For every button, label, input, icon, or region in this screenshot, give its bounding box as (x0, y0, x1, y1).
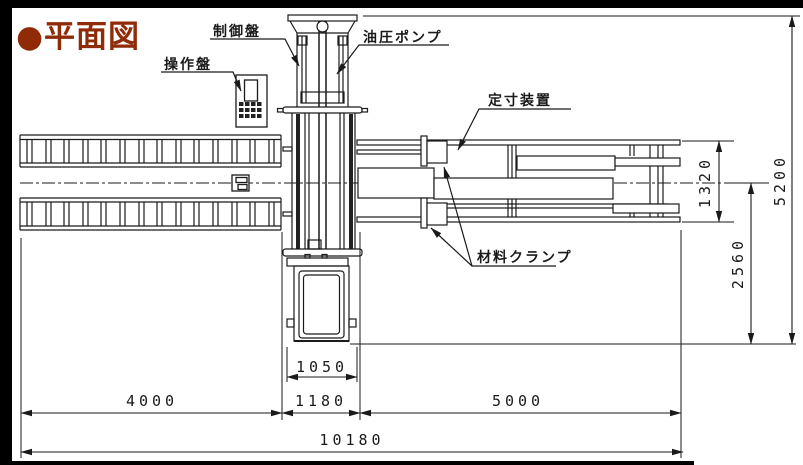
dim-total-length: 10180 (319, 431, 384, 449)
dim-outfeed-rail-width: 1320 (696, 156, 714, 208)
label-hydraulic-pump: 油圧ポンプ (363, 29, 443, 46)
frame-top-bar (0, 0, 803, 8)
operation-panel-display (243, 79, 259, 102)
dimension-extension-lines (20, 15, 800, 458)
label-operation-panel: 操作盤 (164, 56, 212, 73)
pusher-rod (614, 157, 681, 167)
frame-left-bar (0, 0, 12, 465)
sizing-device-body (357, 167, 435, 199)
operation-panel-buttons (239, 102, 262, 118)
dim-front-depth: 2560 (729, 237, 747, 289)
pump-motor-circle (316, 20, 329, 33)
dim-outfeed-length: 5000 (492, 392, 544, 410)
material-clamp-lower (420, 197, 448, 229)
label-material-clamp: 材料クランプ (477, 249, 573, 266)
annotation-leaders (161, 38, 571, 267)
dim-press-opening: 1050 (296, 358, 348, 376)
label-sizing-device: 定寸装置 (488, 92, 552, 109)
pusher-bar (516, 155, 616, 171)
label-control-panel: 制御盤 (213, 23, 261, 40)
outfeed-assembly (356, 135, 681, 229)
infeed-rack-bottom (19, 197, 282, 231)
dimension-lines (20, 15, 796, 456)
infeed-rack-top (19, 134, 282, 168)
material-clamp-upper (420, 135, 448, 167)
dim-total-depth: 5200 (771, 154, 789, 206)
material-carriage (433, 177, 614, 200)
dim-infeed-length: 4000 (126, 392, 178, 410)
lower-slider (612, 203, 680, 214)
centerline-stop-gauge (231, 174, 250, 192)
press-machine (276, 14, 369, 342)
operation-panel-box (235, 74, 268, 128)
page-title: ●平面図 (16, 19, 140, 55)
dim-machine-width: 1180 (295, 392, 347, 410)
frame-bottom-bar (0, 461, 694, 465)
